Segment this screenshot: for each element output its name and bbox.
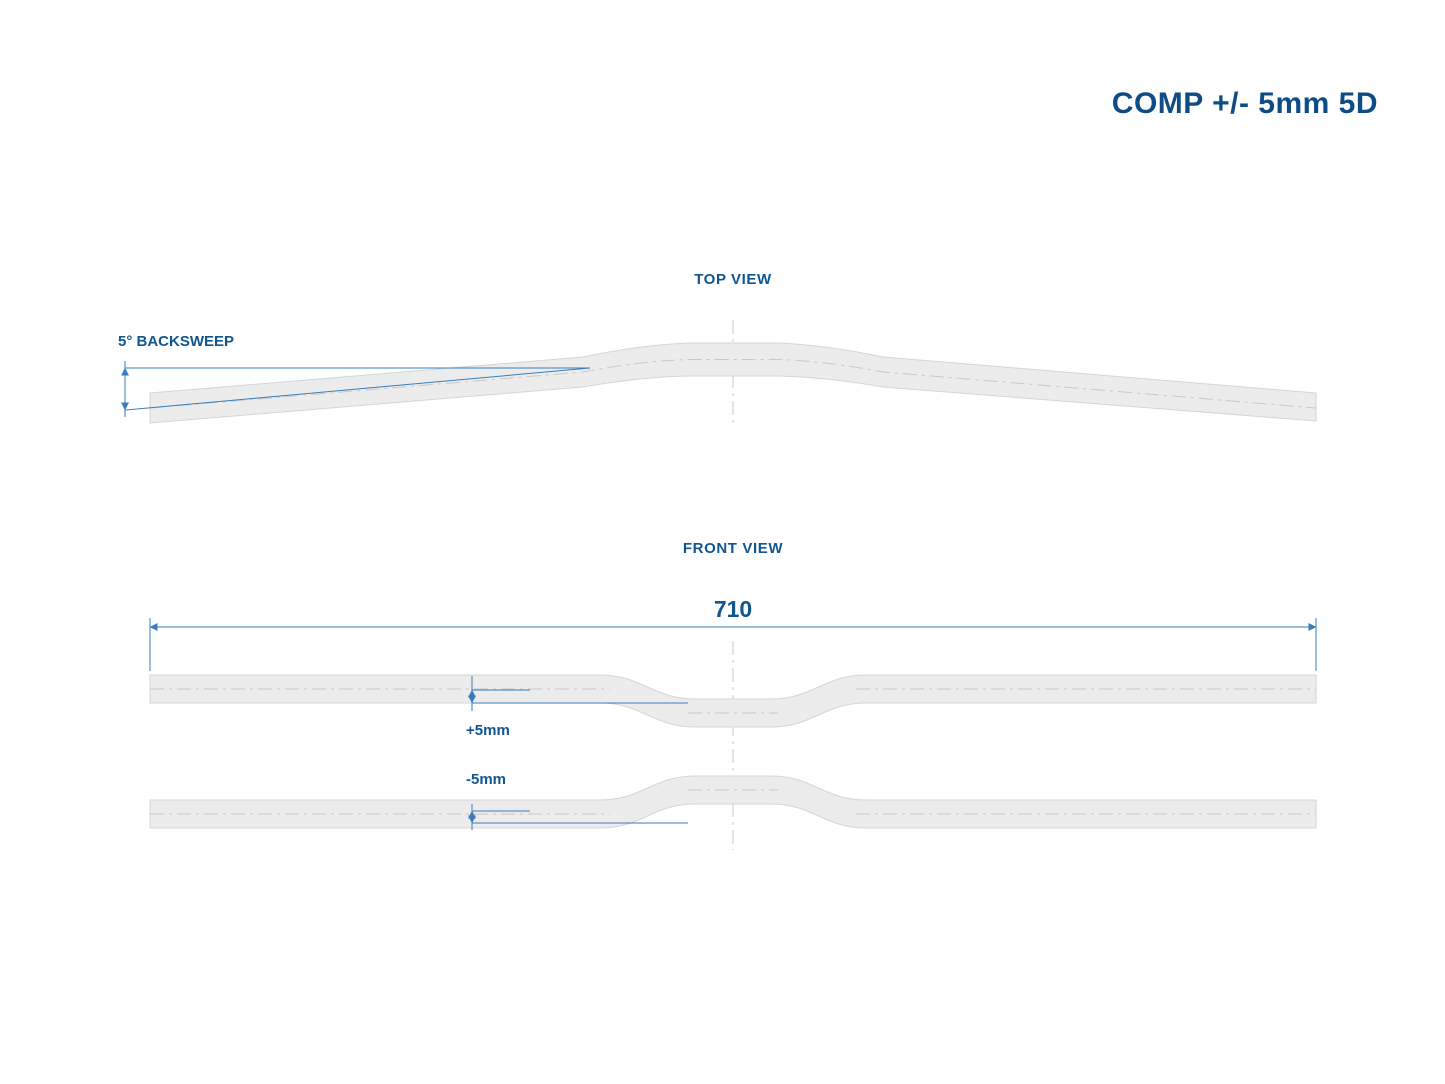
- front-view-minus5-handlebar-shape: [149, 775, 1317, 829]
- width-dimension-value: 710: [713, 596, 753, 622]
- top-view-label: TOP VIEW: [694, 271, 772, 288]
- rise-minus-label: -5mm: [466, 771, 507, 788]
- top-view-handlebar-shape: [149, 342, 1317, 424]
- page-title: COMP +/- 5mm 5D: [1111, 87, 1378, 120]
- backsweep-label: 5° BACKSWEEP: [118, 333, 235, 350]
- backsweep-angle-line: [124, 367, 591, 411]
- rise-plus-label: +5mm: [466, 722, 510, 739]
- top-view-bar-axis-centerline: [149, 359, 1317, 409]
- front-view-plus5-handlebar-shape: [149, 674, 1317, 728]
- front-view-label: FRONT VIEW: [682, 540, 784, 557]
